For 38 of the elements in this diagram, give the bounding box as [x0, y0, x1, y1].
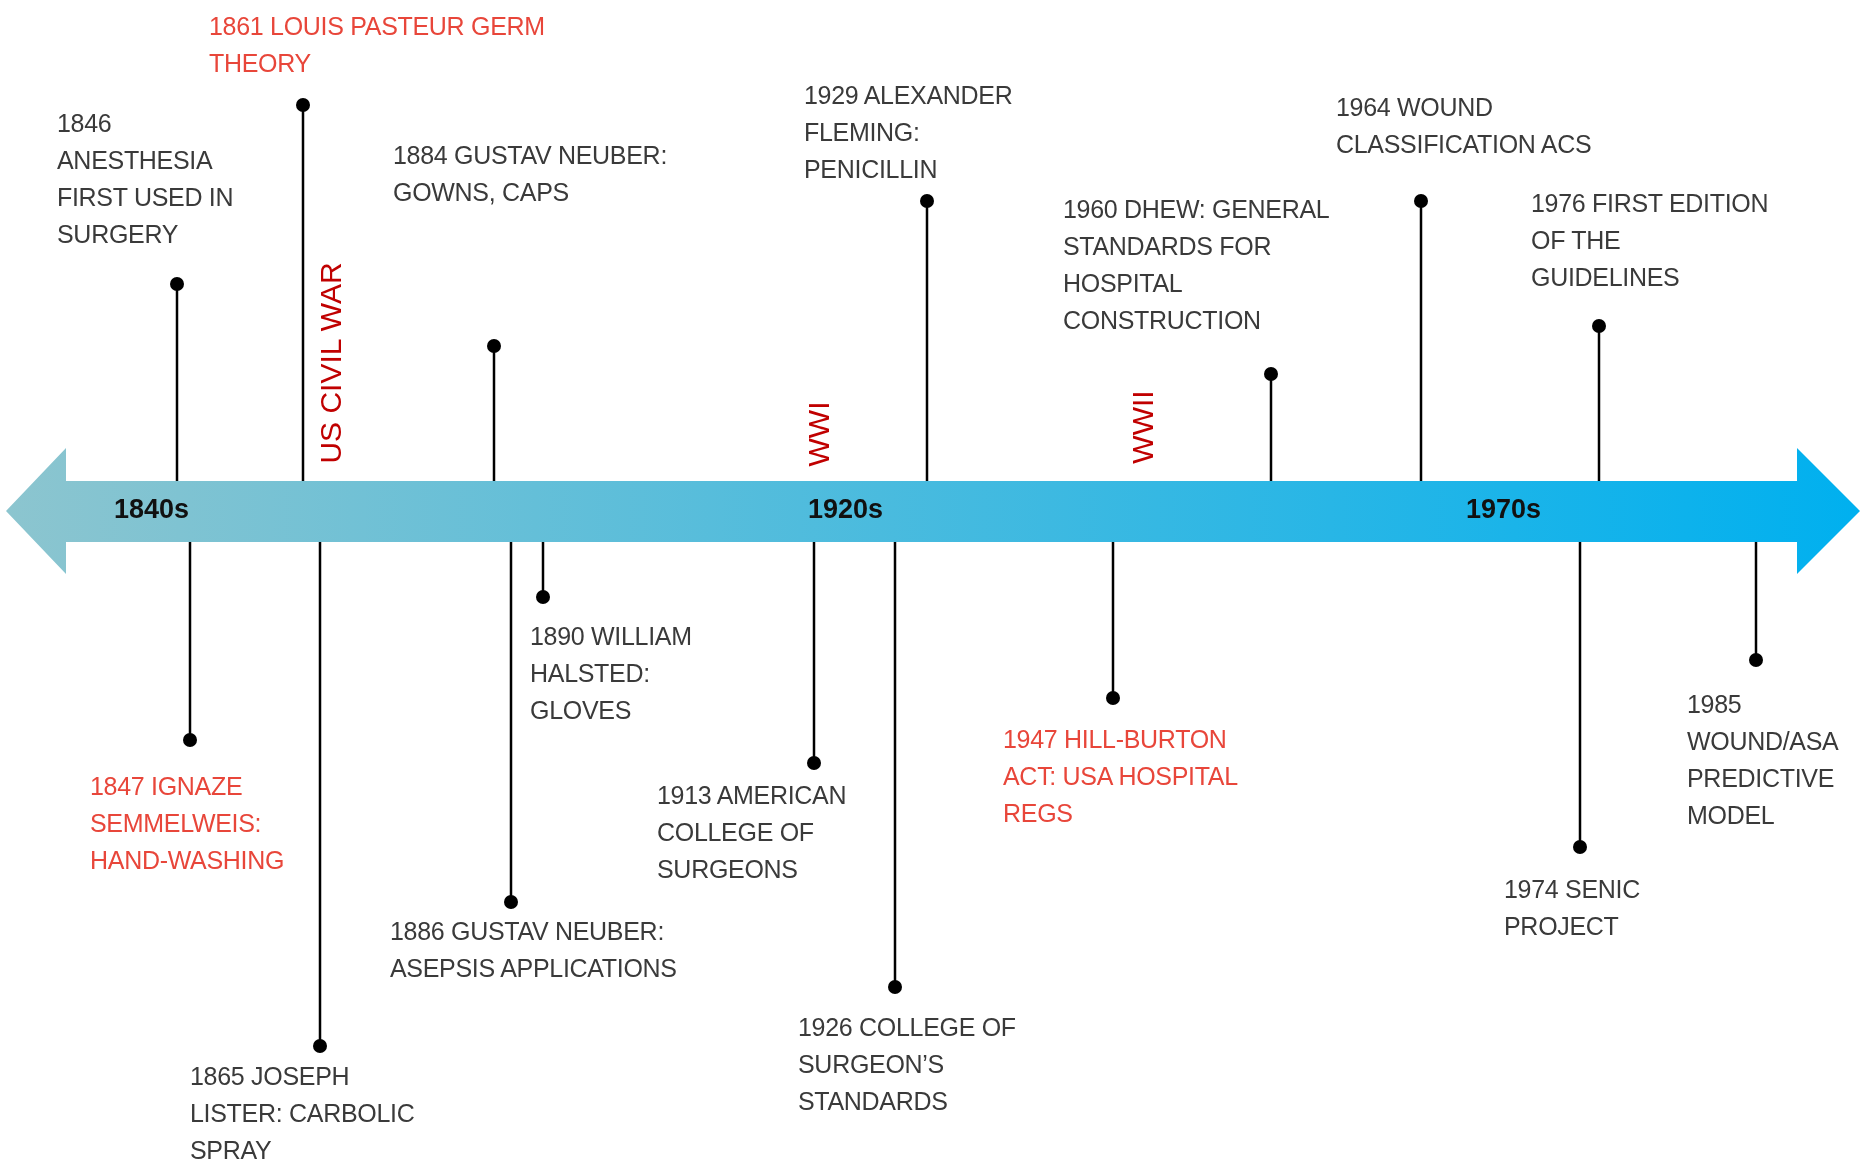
era-label: 1920s: [808, 494, 884, 525]
event-text: 1890 WILLIAM HALSTED: GLOVES: [530, 618, 750, 729]
leader-line: [313, 542, 327, 1053]
leader-line: [888, 542, 902, 994]
era-label: 1970s: [1466, 494, 1542, 525]
leader-line: [920, 194, 934, 481]
leader-line: [1592, 319, 1606, 481]
event-text: 1976 FIRST EDITION OF THE GUIDELINES: [1531, 185, 1771, 296]
leader-line: [1264, 367, 1278, 481]
leader-line: [487, 339, 501, 481]
leader-line: [1106, 542, 1120, 705]
event-text: 1846 ANESTHESIA FIRST USED IN SURGERY: [57, 105, 257, 253]
event-text: 1861 LOUIS PASTEUR GERM THEORY: [209, 8, 629, 82]
leader-line: [170, 277, 184, 481]
event-text: 1964 WOUND CLASSIFICATION ACS: [1336, 89, 1666, 163]
leader-line: [183, 542, 197, 747]
event-text: 1884 GUSTAV NEUBER: GOWNS, CAPS: [393, 137, 683, 211]
leader-line: [1414, 194, 1428, 481]
event-text: 1865 JOSEPH LISTER: CARBOLIC SPRAY: [190, 1058, 430, 1164]
event-text: 1847 IGNAZE SEMMELWEIS: HAND-WASHING: [90, 768, 310, 879]
war-label: WWI: [802, 401, 836, 467]
event-text: 1913 AMERICAN COLLEGE OF SURGEONS: [657, 777, 887, 888]
event-text: 1926 COLLEGE OF SURGEON’S STANDARDS: [798, 1009, 1038, 1120]
event-text: 1886 GUSTAV NEUBER: ASEPSIS APPLICATIONS: [390, 913, 730, 987]
leader-line: [1573, 542, 1587, 854]
war-label: US CIVIL WAR: [313, 262, 348, 464]
leader-line: [1749, 542, 1763, 667]
war-label: WWII: [1125, 390, 1160, 464]
leader-line: [296, 98, 310, 481]
event-text: 1985 WOUND/ASA PREDICTIVE MODEL: [1687, 686, 1867, 834]
event-text: 1974 SENIC PROJECT: [1504, 871, 1704, 945]
era-label: 1840s: [114, 494, 190, 525]
leader-line: [536, 542, 550, 604]
leader-line: [504, 542, 518, 909]
leader-line: [807, 542, 821, 770]
event-text: 1929 ALEXANDER FLEMING: PENICILLIN: [804, 77, 1054, 188]
event-text: 1947 HILL-BURTON ACT: USA HOSPITAL REGS: [1003, 721, 1273, 832]
event-text: 1960 DHEW: GENERAL STANDARDS FOR HOSPITAL CONSTRUCTION: [1063, 191, 1383, 339]
